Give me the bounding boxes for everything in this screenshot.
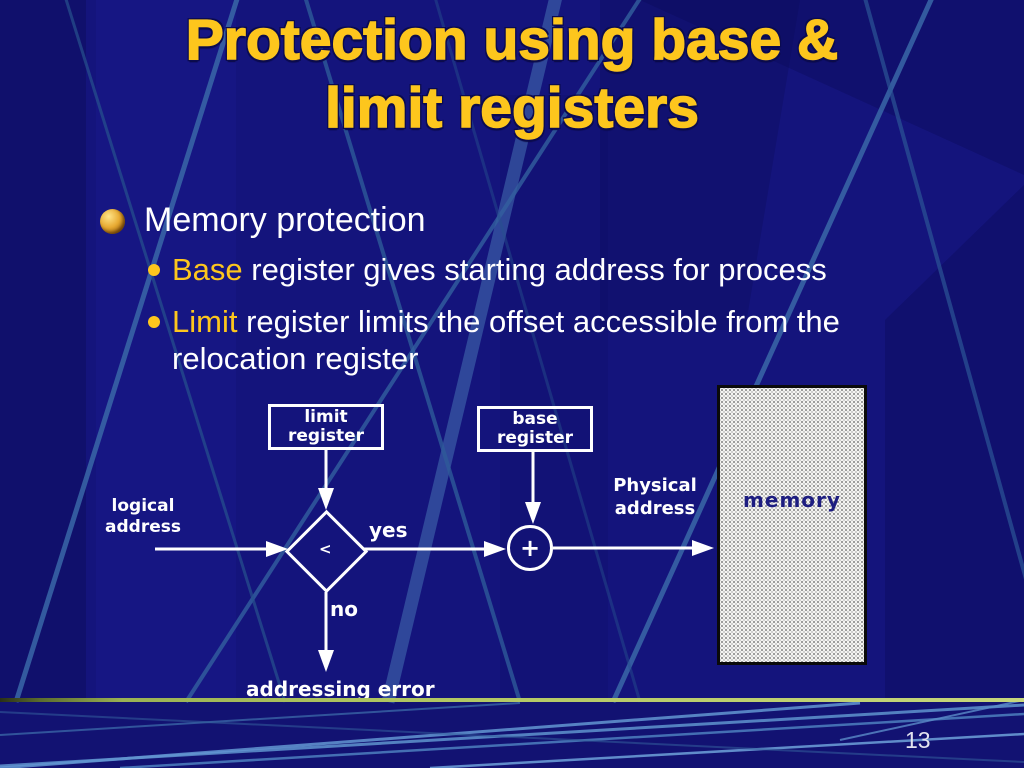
bullet-item-memory-protection: Memory protection [100,200,426,240]
memory-box: memory [717,385,867,665]
limit-register-label-line2: register [287,426,365,446]
memory-label: memory [743,488,841,512]
adder-circle: + [507,525,553,571]
bullet-item-limit: Limit register limits the offset accessi… [148,303,972,377]
highlight-word: Limit [172,304,238,339]
sphere-bullet-icon [100,209,125,234]
slide-title-line1: Protection using base & [185,7,839,73]
dot-bullet-icon [148,316,160,328]
bullet-text: Base register gives starting address for… [172,251,972,288]
addressing-error-label: addressing error [246,677,435,701]
base-register-label-line1: base [512,409,558,429]
bullet-rest: register gives starting address for proc… [242,252,827,287]
physical-address-label: Physical address [613,475,697,519]
bullet-item-base: Base register gives starting address for… [148,251,972,288]
slide-title-line2: limit registers [324,75,699,141]
highlight-word: Base [172,252,243,287]
base-register-box: base register [477,406,593,452]
logical-address-label: logical address [105,496,181,537]
comparator-symbol: < [319,540,332,558]
base-register-label-line2: register [496,428,574,448]
limit-register-label-line1: limit [304,407,348,427]
adder-symbol: + [519,534,541,562]
bullet-rest: register limits the offset accessible fr… [172,304,840,376]
footer-divider-line [0,698,1024,702]
yes-label: yes [369,518,408,542]
limit-register-box: limit register [268,404,384,450]
slide-page-number: 13 [905,727,931,753]
slide-title: Protection using base & limit registers [0,6,1024,142]
bullet-text: Memory protection [144,201,426,239]
dot-bullet-icon [148,264,160,276]
no-label: no [330,597,358,621]
bullet-text: Limit register limits the offset accessi… [172,303,972,377]
